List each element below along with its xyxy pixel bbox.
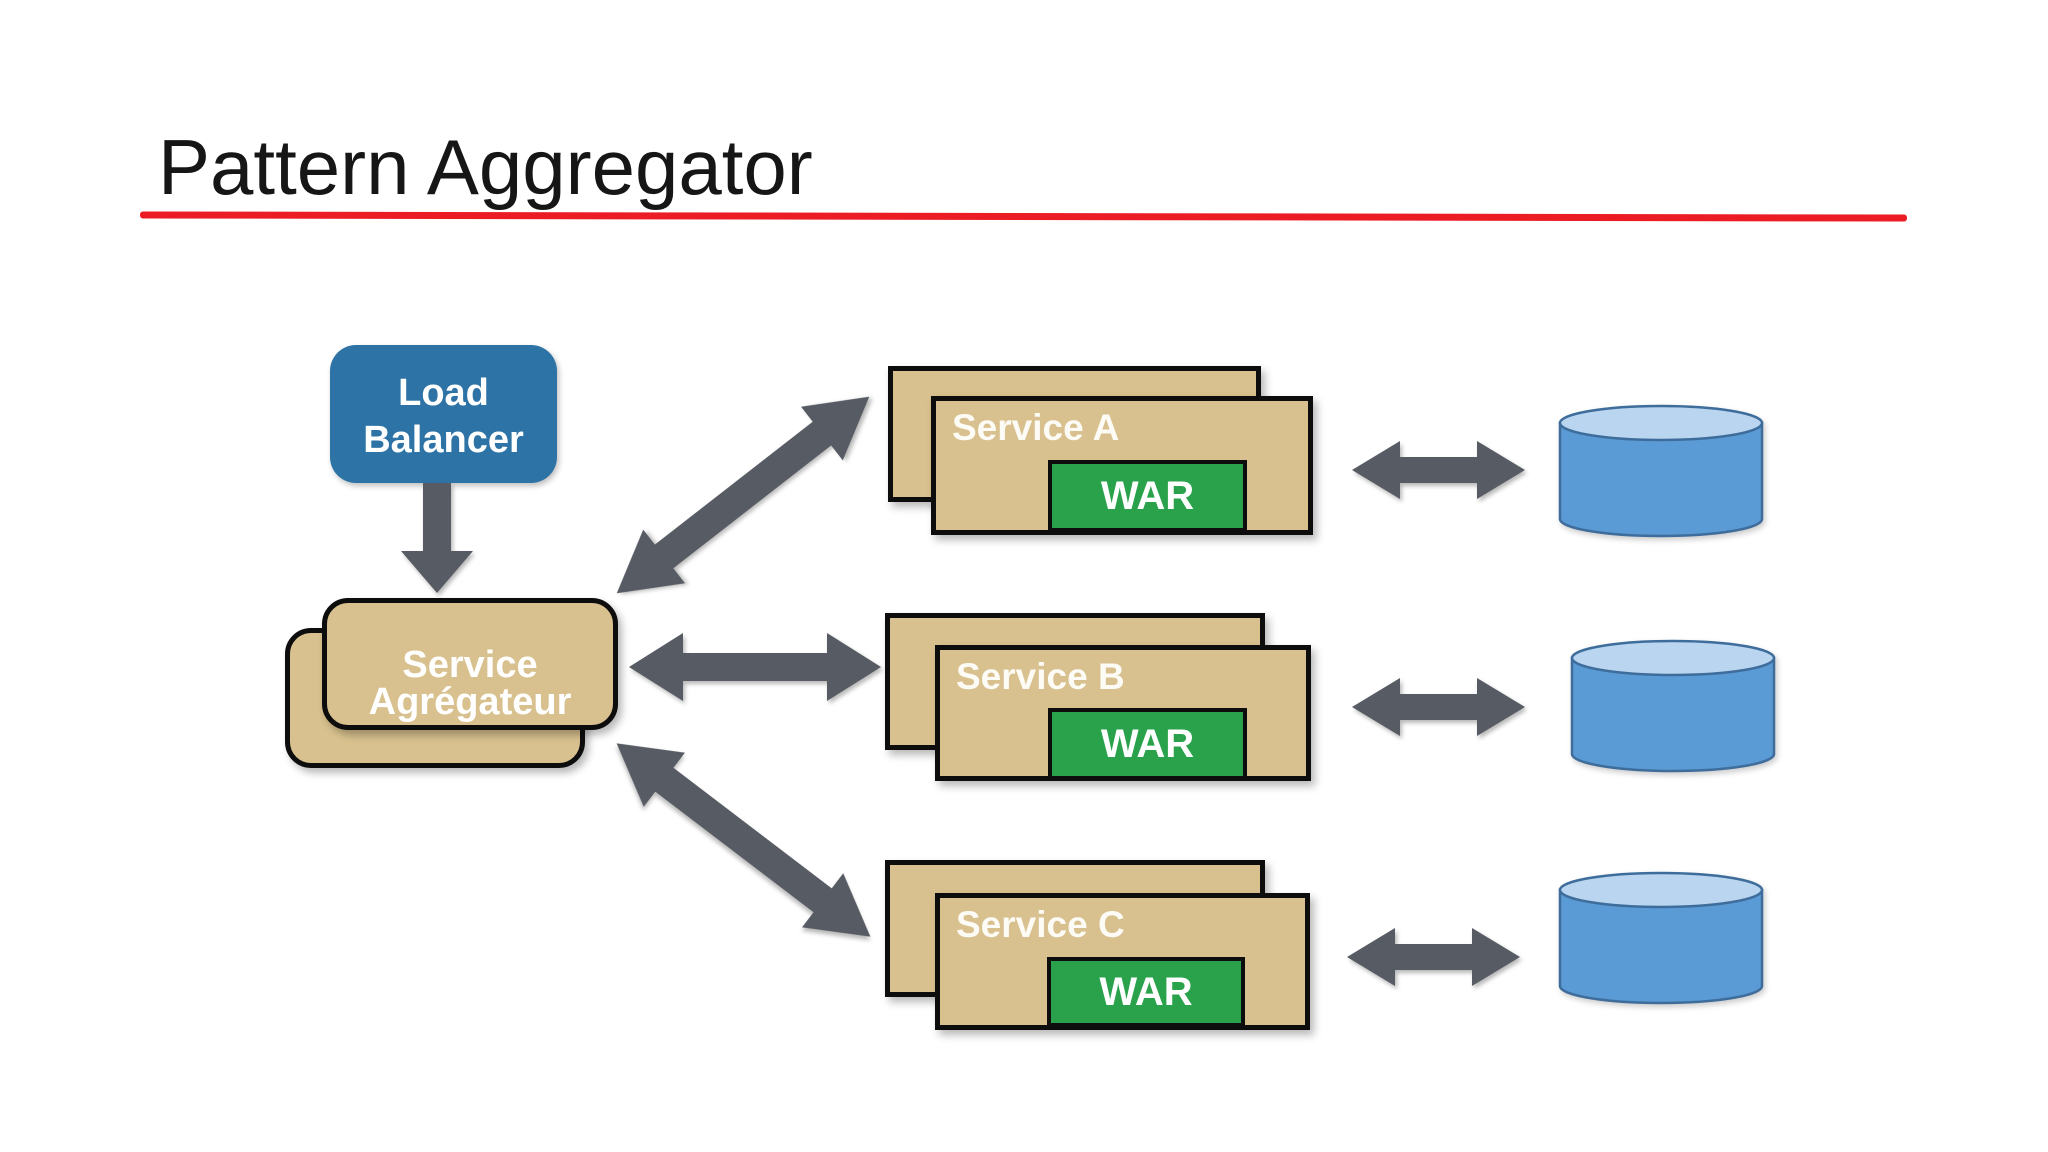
- service-a-node: Service A WAR: [931, 396, 1313, 535]
- service-b-node: Service B WAR: [935, 645, 1311, 781]
- database-icon-a: [1558, 404, 1764, 538]
- bidirectional-arrow-icon-db-a: [1352, 441, 1525, 499]
- bidirectional-arrow-icon-service-b: [629, 633, 881, 701]
- service-c-label: Service C: [956, 904, 1125, 945]
- aggregator-node: Service Agrégateur: [322, 598, 618, 730]
- bidirectional-arrow-icon-service-a: [616, 396, 870, 594]
- service-c-node: Service C WAR: [935, 893, 1310, 1030]
- bidirectional-arrow-icon-db-c: [1347, 928, 1520, 986]
- load-balancer-node: Load Balancer: [330, 345, 557, 483]
- aggregator-label-line1: Service: [402, 644, 538, 686]
- load-balancer-label-line1: Load: [398, 372, 489, 414]
- down-arrow-icon: [401, 483, 473, 593]
- bidirectional-arrow-icon-db-b: [1352, 678, 1525, 736]
- service-c-war-box: WAR: [1047, 957, 1245, 1027]
- page-title: Pattern Aggregator: [158, 123, 813, 211]
- service-b-label: Service B: [956, 656, 1125, 697]
- service-a-war-box: WAR: [1048, 460, 1247, 532]
- database-icon-b: [1570, 639, 1776, 773]
- service-b-war-box: WAR: [1048, 708, 1247, 780]
- service-a-label: Service A: [952, 407, 1120, 448]
- database-icon-c: [1558, 871, 1764, 1005]
- bidirectional-arrow-icon-service-c: [616, 743, 871, 937]
- title-underline: [139, 211, 1908, 222]
- aggregator-label-line2: Agrégateur: [368, 681, 572, 723]
- load-balancer-label-line2: Balancer: [363, 419, 524, 461]
